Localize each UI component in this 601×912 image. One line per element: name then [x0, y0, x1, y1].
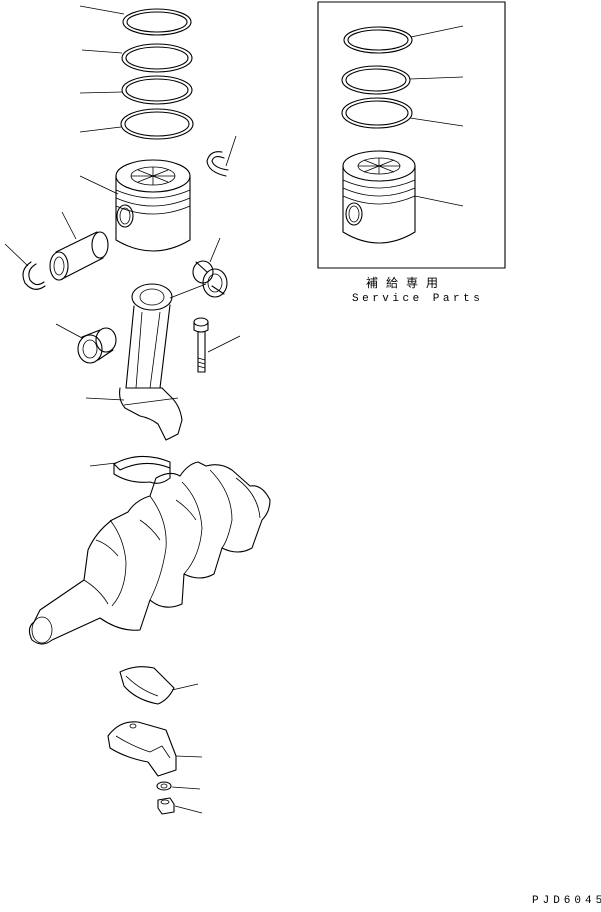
connecting-rod-cap: [107, 721, 203, 777]
connecting-rod-bolt: [193, 317, 241, 373]
service-piston: [342, 150, 464, 244]
snap-ring-right: [206, 135, 237, 177]
bearing-upper: [89, 455, 171, 484]
crankshaft: [28, 461, 271, 645]
figure-code: PJD6045: [532, 895, 601, 907]
washer: [156, 781, 201, 791]
piston-pin: [49, 211, 109, 281]
piston: [79, 159, 191, 252]
service-parts-box: [317, 1, 506, 269]
connecting-rod: [85, 283, 207, 441]
service-ring-3: [341, 97, 464, 129]
service-ring-1: [343, 25, 464, 54]
service-ring-2: [341, 65, 464, 95]
service-parts-title-jp: 補給専用: [366, 276, 447, 290]
nut: [157, 797, 203, 815]
piston-ring-top: [79, 5, 192, 36]
bushing-left: [55, 323, 117, 364]
bushing-right: [192, 237, 228, 298]
piston-ring-4: [79, 108, 194, 140]
service-parts-title-en: Service Parts: [352, 293, 484, 305]
snap-ring-left: [4, 243, 46, 290]
piston-ring-second: [81, 43, 193, 73]
piston-ring-oil: [79, 75, 193, 105]
bearing-lower: [119, 666, 199, 705]
